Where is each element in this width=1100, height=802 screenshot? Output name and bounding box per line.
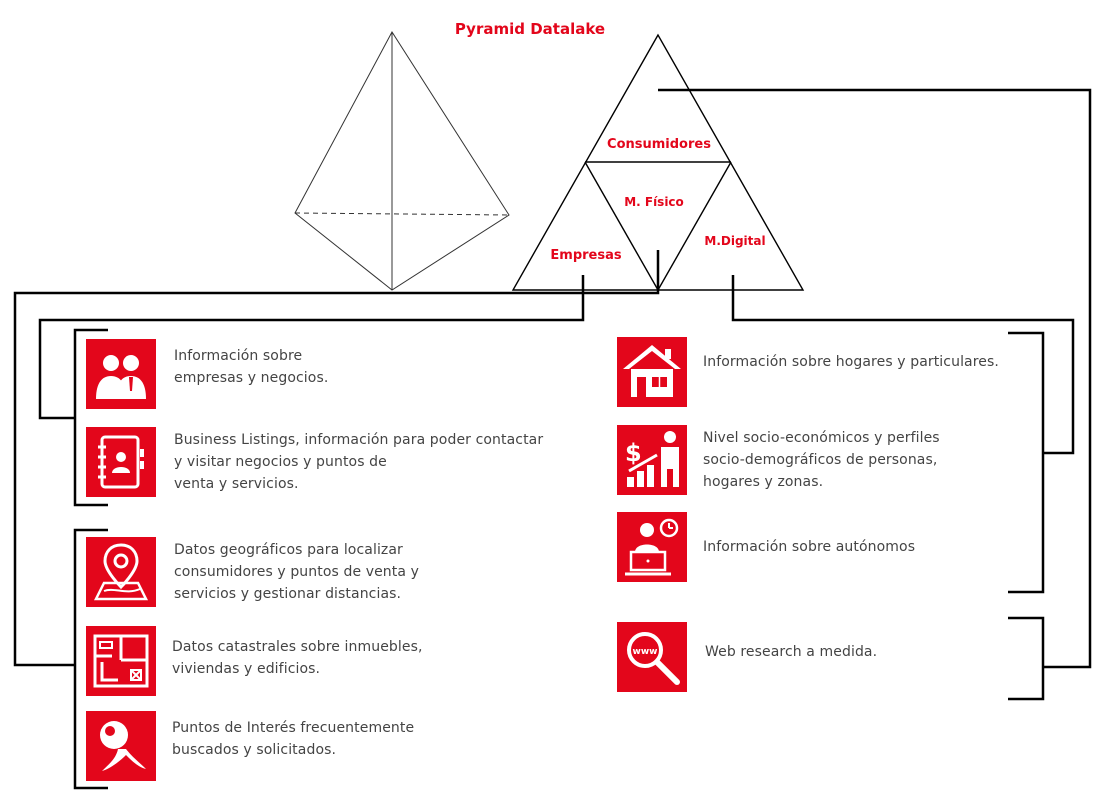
left-bracket-2 (73, 528, 108, 790)
desc-business-listings: Business Listings, información para pode… (174, 432, 544, 492)
pyramid-3d-outline (294, 31, 510, 291)
label-empresas: Empresas (550, 248, 622, 263)
desc-nivel-socioeconomico: Nivel socio-económicos y perfiles socio-… (703, 430, 940, 490)
connector-digital-bracket1 (731, 275, 1075, 455)
map-pin-icon (86, 537, 156, 607)
label-digital: M.Digital (704, 234, 766, 248)
contact-book-icon (86, 427, 156, 497)
point-of-interest-icon (86, 711, 156, 781)
connector-lines (13, 88, 1092, 669)
brackets (73, 328, 1045, 790)
right-bracket-1 (1008, 331, 1045, 594)
desc-empresas-negocios: Información sobre empresas y negocios. (174, 348, 329, 386)
business-people-icon (86, 339, 156, 409)
svg-text:$: $ (625, 439, 642, 467)
web-search-icon: www (617, 622, 687, 692)
desc-autonomos: Información sobre autónomos (703, 539, 916, 555)
house-icon (617, 337, 687, 407)
left-bracket-1 (73, 328, 108, 507)
desc-web-research: Web research a medida. (705, 644, 878, 660)
label-consumidores: Consumidores (607, 137, 711, 152)
diagram-title: Pyramid Datalake (454, 20, 606, 38)
floor-plan-icon (86, 626, 156, 696)
label-fisico: M. Físico (624, 195, 684, 209)
svg-text:www: www (633, 647, 658, 657)
desc-datos-catastrales: Datos catastrales sobre inmuebles, vivie… (172, 639, 423, 677)
desc-hogares-particulares: Información sobre hogares y particulares… (703, 354, 999, 370)
connector-base-bracket2 (13, 250, 660, 667)
desc-puntos-interes: Puntos de Interés frecuentemente buscado… (172, 720, 415, 758)
socioeconomic-chart-icon: $ (617, 425, 687, 495)
freelancer-laptop-icon (617, 512, 687, 582)
connector-consumidores-web (658, 88, 1092, 669)
connector-empresas-bracket1 (38, 275, 585, 420)
desc-datos-geograficos: Datos geográficos para localizar consumi… (174, 542, 419, 602)
right-bracket-2 (1008, 616, 1045, 701)
